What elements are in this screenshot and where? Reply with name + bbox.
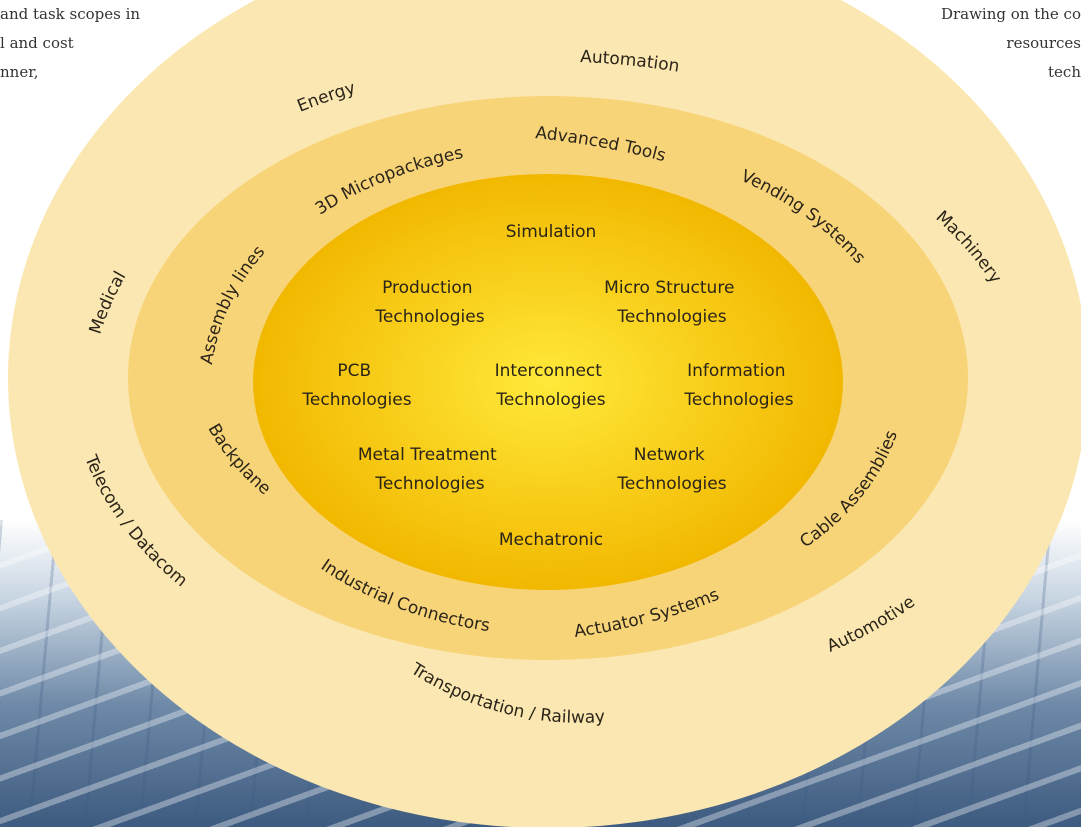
- label-metal-treatment-technologies: Metal Treatment Technologies: [358, 445, 502, 494]
- side-text-line: and task scopes in: [0, 5, 141, 23]
- label-mechatronic: Mechatronic: [499, 530, 603, 550]
- side-text-line: nner,: [0, 63, 39, 81]
- side-text-line: resources: [1006, 34, 1081, 52]
- label-network-technologies: Network Technologies: [616, 445, 726, 494]
- label-interconnect-technologies: Interconnect Technologies: [495, 361, 608, 410]
- side-text-left: and task scopes in l and cost nner,: [0, 0, 140, 87]
- core-ellipse: [253, 174, 843, 590]
- side-text-line: Drawing on the co: [940, 5, 1081, 23]
- label-simulation: Simulation: [506, 222, 597, 242]
- label-micro-structure-technologies: Micro Structure Technologies: [604, 278, 740, 327]
- label-pcb-technologies: PCB Technologies: [301, 361, 411, 410]
- side-text-line: tech: [1048, 63, 1081, 81]
- side-text-right: Drawing on the co resources tech: [941, 0, 1081, 87]
- label-information-technologies: Information Technologies: [683, 361, 793, 410]
- label-production-technologies: Production Technologies: [374, 278, 484, 327]
- side-text-line: l and cost: [0, 34, 74, 52]
